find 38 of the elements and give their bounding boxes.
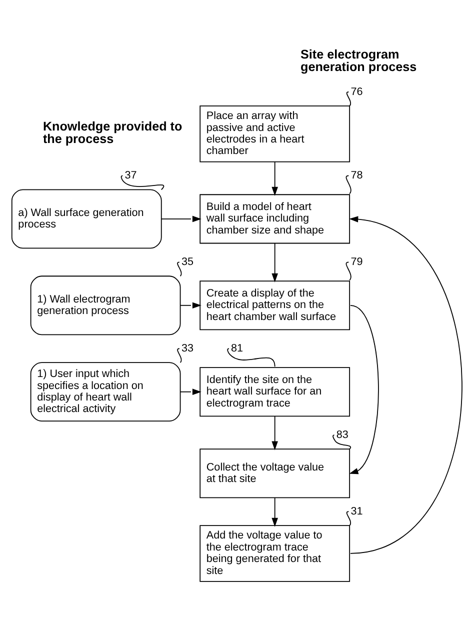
- node-box: 1) User input which specifies a location on display of heart wall electrical activity: [30, 362, 181, 422]
- node-text: 81: [231, 342, 244, 354]
- connector: [227, 348, 276, 367]
- connector: [332, 434, 352, 449]
- node-box: Build a model of heart wall surface including chamber size and shape: [200, 194, 350, 244]
- arrow: [272, 160, 278, 196]
- node-box: 1) Wall electrogram generation process: [30, 275, 181, 335]
- arrow: [160, 215, 202, 222]
- node-box: Place an array with passive and active electrodes in a heart chamber: [200, 104, 350, 162]
- connector: [177, 261, 182, 276]
- node-text: 83: [336, 428, 348, 440]
- node-text: 76: [350, 85, 363, 98]
- node-text: 35: [181, 255, 194, 268]
- connector: [346, 261, 352, 280]
- node-text: 78: [350, 169, 363, 182]
- connector: [120, 174, 164, 190]
- node-box: Collect the voltage value at that site: [200, 448, 350, 498]
- label: Knowledge provided to the process: [42, 118, 182, 146]
- arrow: [180, 302, 202, 308]
- arrow: [272, 496, 278, 526]
- node-text: 79: [350, 255, 363, 268]
- label: Site electrogram generation process: [300, 46, 417, 74]
- connector: [346, 174, 352, 194]
- connector: [177, 348, 182, 363]
- node-box: Identify the site on the heart wall surface for an electrogram trace: [200, 366, 350, 416]
- node-text: 33: [181, 342, 194, 354]
- arrow: [272, 415, 278, 450]
- node-box: a) Wall surface generation process: [11, 188, 162, 248]
- connector: [346, 91, 352, 106]
- arrow: [180, 388, 202, 394]
- node-text: 37: [124, 169, 137, 182]
- node-box: Create a display of the electrical patterns on the heart chamber wall surface: [200, 280, 350, 330]
- arrow: [272, 242, 278, 282]
- arrow: [349, 304, 379, 474]
- node-box: Add the voltage value to the electrogram trace being generated for that site: [200, 524, 350, 582]
- arrow: [349, 216, 462, 554]
- node-text: 31: [350, 504, 363, 517]
- connector: [346, 510, 352, 526]
